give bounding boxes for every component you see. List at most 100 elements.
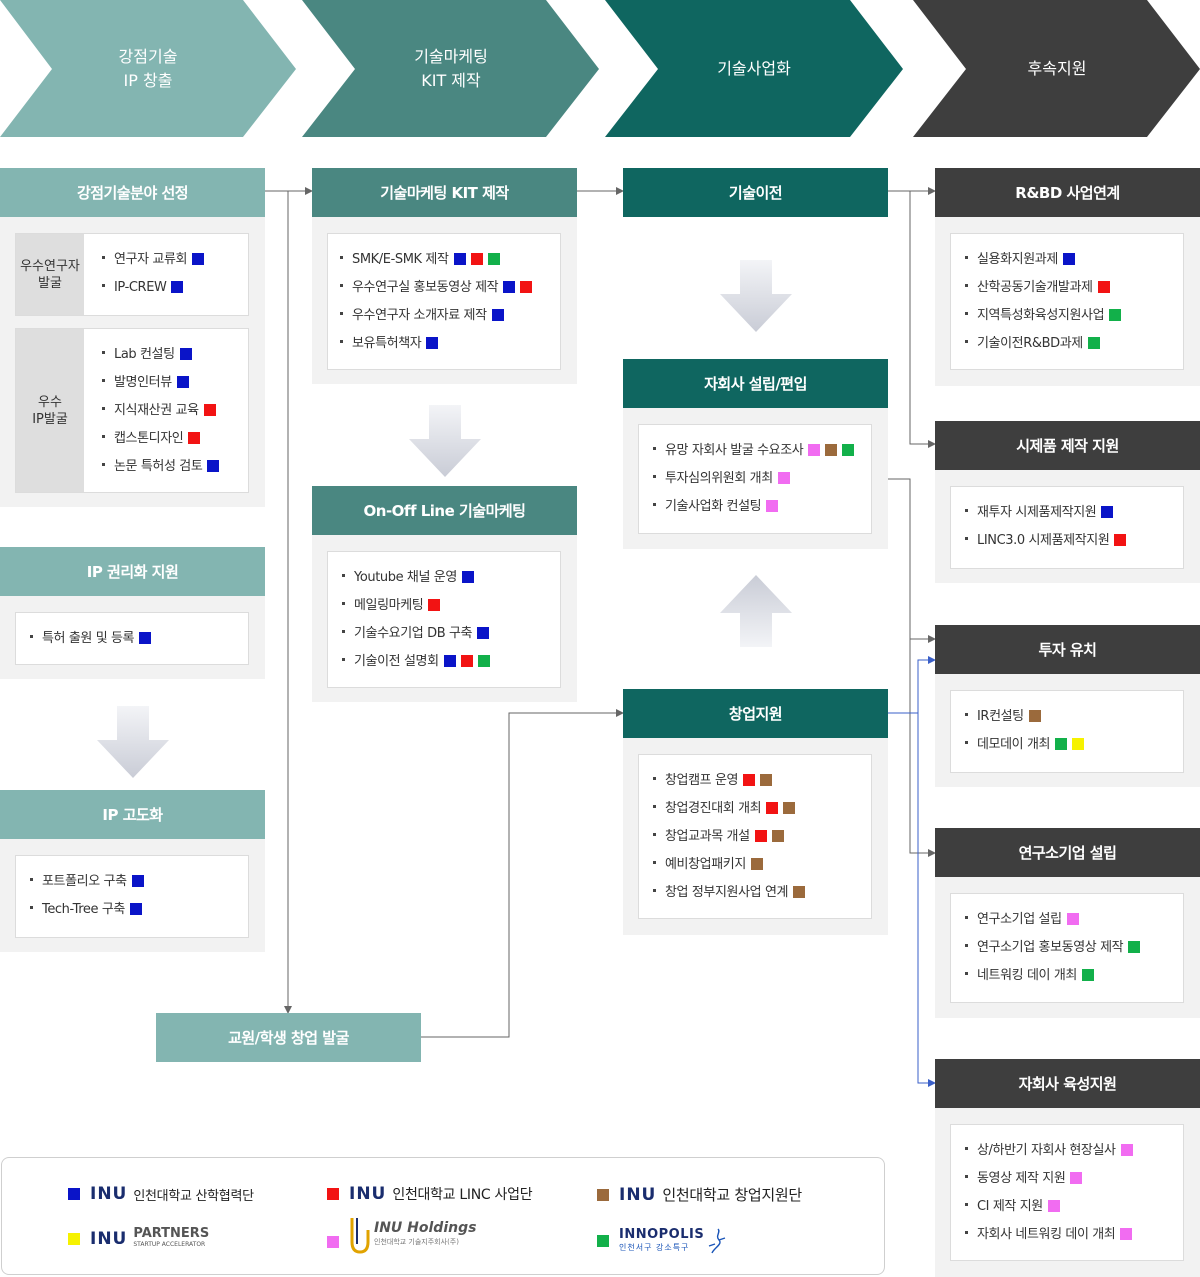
- org-blue-marker: [179, 347, 192, 360]
- stage-2-label: 기술마케팅 KIT 제작: [351, 45, 551, 93]
- legend-item-4: INU PARTNERS STARTUP ACCELERATOR: [68, 1227, 209, 1250]
- list-item: 네트워킹 데이 개최: [965, 962, 1140, 990]
- list-item-label: 메일링마케팅: [354, 598, 424, 613]
- org-red-marker: [188, 431, 201, 444]
- list-item-label: 기술이전 설명회: [354, 654, 439, 669]
- legend-label: INU Holdings: [374, 1220, 477, 1236]
- list-item-label: 상/하반기 자회사 현장실사: [977, 1143, 1116, 1158]
- list-item: 창업 정부지원사업 연계: [653, 879, 806, 907]
- up-arrow-icon: [720, 575, 792, 647]
- org-yellow-marker: [1072, 737, 1085, 750]
- bullet-icon: [102, 379, 105, 382]
- down-arrow-icon: [97, 706, 169, 778]
- org-blue-marker: [503, 280, 516, 293]
- innopolis-logo: INNOPOLIS 인천서구 강소특구: [619, 1228, 704, 1254]
- bullet-icon: [965, 1175, 968, 1178]
- bullet-icon: [340, 312, 343, 315]
- bullet-icon: [102, 256, 105, 259]
- bullet-icon: [102, 351, 105, 354]
- list-item: 기술이전R&BD과제: [965, 330, 1121, 358]
- bullet-icon: [653, 475, 656, 478]
- list-item-label: 창업경진대회 개최: [665, 801, 762, 816]
- org-blue-marker: [477, 626, 490, 639]
- list-item-label: 기술수요기업 DB 구축: [354, 626, 473, 641]
- org-pink-marker: [1066, 912, 1079, 925]
- bullet-icon: [342, 602, 345, 605]
- org-green-marker: [1055, 737, 1068, 750]
- bullet-icon: [965, 1203, 968, 1206]
- org-brown-marker: [825, 443, 838, 456]
- org-red-marker: [743, 773, 756, 786]
- legend-swatch-blue: [68, 1188, 80, 1200]
- org-red-marker: [520, 280, 533, 293]
- list-item: 지식재산권 교육: [102, 397, 219, 425]
- list-item: 자회사 네트워킹 데이 개최: [965, 1221, 1133, 1249]
- list-item: 기술수요기업 DB 구축: [342, 620, 490, 648]
- stage-chevron-2: [302, 0, 599, 137]
- list-item: 데모데이 개최: [965, 731, 1085, 759]
- org-blue-marker: [192, 252, 205, 265]
- list-item-label: 우수연구자 소개자료 제작: [352, 308, 487, 323]
- list-item: 창업캠프 운영: [653, 767, 805, 795]
- list-item-label: 기술사업화 컨설팅: [665, 499, 762, 514]
- list-item-label: 동영상 제작 지원: [977, 1171, 1066, 1186]
- list-item-label: Youtube 채널 운영: [354, 570, 457, 585]
- org-blue-marker: [131, 874, 144, 887]
- bullet-icon: [102, 463, 105, 466]
- list-item: LINC3.0 시제품제작지원: [965, 527, 1127, 555]
- legend-swatch-brown: [597, 1188, 609, 1201]
- list-item-label: Tech-Tree 구축: [42, 902, 125, 917]
- org-pink-marker: [1070, 1171, 1083, 1184]
- bullet-icon: [340, 340, 343, 343]
- bullet-icon: [965, 1231, 968, 1234]
- list-item: 우수연구실 홍보동영상 제작: [340, 274, 533, 302]
- inu-holdings-logo-icon: [350, 1218, 370, 1254]
- box-subsidiary-growth-title: 자회사 육성지원: [935, 1059, 1200, 1108]
- bullet-icon: [965, 944, 968, 947]
- list-item-label: 예비창업패키지: [665, 857, 746, 872]
- org-red-marker: [754, 829, 767, 842]
- bullet-icon: [653, 889, 656, 892]
- list-item-label: CI 제작 지원: [977, 1199, 1043, 1214]
- list-item: 예비창업패키지: [653, 851, 805, 879]
- list-item-label: SMK/E-SMK 제작: [352, 252, 449, 267]
- box-ip-advance-title: IP 고도화: [0, 790, 265, 839]
- bullet-icon: [965, 916, 968, 919]
- stage-chevrons: [0, 0, 1200, 137]
- list-item-label: 연구소기업 설립: [977, 912, 1062, 927]
- legend-sublabel: STARTUP ACCELERATOR: [133, 1241, 206, 1248]
- bullet-icon: [342, 574, 345, 577]
- list-item: 메일링마케팅: [342, 592, 490, 620]
- org-brown-marker: [771, 829, 784, 842]
- org-green-marker: [487, 252, 500, 265]
- legend-item-3: INU 인천대학교 창업지원단: [597, 1184, 802, 1205]
- holdings-logo: INU Holdings 인천대학교 기술지주회사(주): [374, 1221, 476, 1249]
- list-item-label: 보유특허책자: [352, 336, 422, 351]
- org-red-marker: [766, 801, 779, 814]
- bullet-icon: [965, 312, 968, 315]
- list-item-label: 재투자 시제품제작지원: [977, 505, 1097, 520]
- list-item-label: 네트워킹 데이 개최: [977, 968, 1077, 983]
- bullet-icon: [965, 284, 968, 287]
- bullet-icon: [102, 435, 105, 438]
- bullet-icon: [653, 805, 656, 808]
- list-item-label: 유망 자회사 발굴 수요조사: [665, 443, 804, 458]
- box-kit-title: 기술마케팅 KIT 제작: [312, 168, 577, 217]
- bullet-icon: [30, 906, 33, 909]
- down-arrow-icon: [409, 405, 481, 477]
- stage-chevron-4: [913, 0, 1200, 137]
- legend-swatch-green: [597, 1235, 609, 1247]
- list-item: 우수연구자 소개자료 제작: [340, 302, 532, 330]
